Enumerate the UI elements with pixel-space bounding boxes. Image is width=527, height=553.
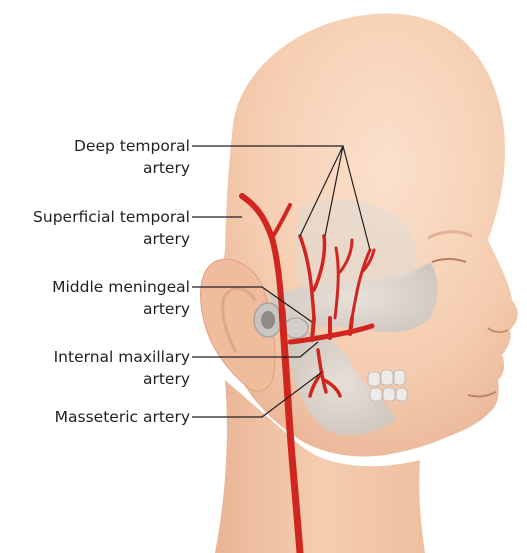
- middle-meningeal-artery: [312, 318, 314, 340]
- label-internal-maxillary-artery: Internal maxillary artery: [54, 346, 190, 390]
- label-deep-temporal-artery: Deep temporal artery: [74, 135, 190, 179]
- label-masseteric-artery: Masseteric artery: [55, 406, 190, 428]
- label-superficial-temporal-artery: Superficial temporal artery: [33, 206, 190, 250]
- label-middle-meningeal-artery: Middle meningeal artery: [52, 276, 190, 320]
